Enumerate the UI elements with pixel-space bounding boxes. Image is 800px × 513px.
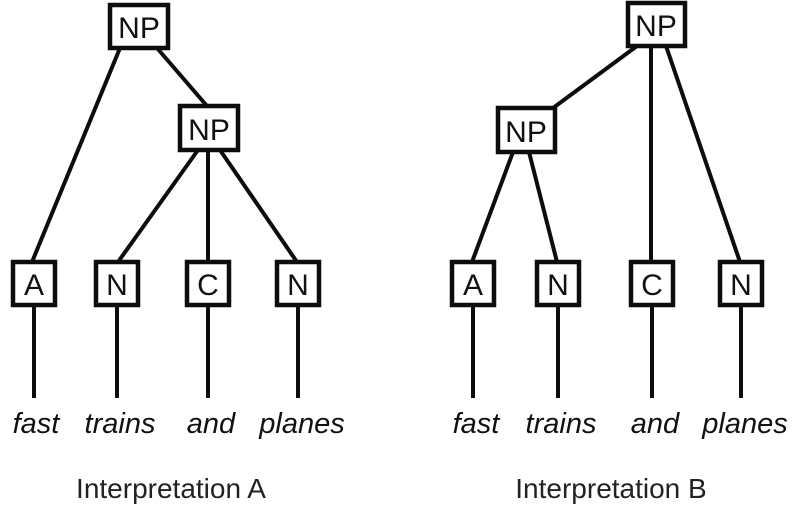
branch-edge bbox=[664, 45, 742, 263]
node-label-a-leaf-c: C bbox=[197, 269, 219, 302]
terminal-word-b-word-planes: planes bbox=[701, 408, 787, 440]
branch-edge bbox=[218, 148, 299, 264]
branch-edge bbox=[551, 44, 639, 110]
node-label-b-np-root: NP bbox=[635, 10, 677, 43]
branch-edge bbox=[116, 148, 200, 264]
terminal-word-a-word-and: and bbox=[187, 408, 236, 440]
terminal-word-a-word-planes: planes bbox=[258, 408, 344, 440]
node-label-a-np-sub: NP bbox=[188, 114, 230, 147]
node-box-b-leaf-c[interactable] bbox=[628, 259, 676, 308]
node-box-a-np-root[interactable] bbox=[107, 2, 171, 51]
node-label-b-leaf-c: C bbox=[641, 269, 663, 302]
node-label-a-leaf-n2: N bbox=[287, 269, 309, 302]
node-label-b-leaf-n1: N bbox=[547, 269, 569, 302]
node-box-b-np-root[interactable] bbox=[625, 0, 688, 49]
node-box-a-leaf-c[interactable] bbox=[184, 259, 232, 308]
node-label-a-leaf-n1: N bbox=[106, 269, 128, 302]
node-box-a-leaf-n1[interactable] bbox=[93, 259, 141, 308]
terminal-word-b-word-trains: trains bbox=[526, 408, 597, 440]
caption-interpretation-b: Interpretation B bbox=[515, 473, 706, 504]
terminal-word-b-word-and: and bbox=[631, 408, 680, 440]
caption-interpretation-a: Interpretation A bbox=[76, 473, 266, 504]
node-box-b-leaf-n2[interactable] bbox=[717, 259, 765, 308]
node-box-b-leaf-a[interactable] bbox=[449, 259, 497, 308]
node-box-b-np-sub[interactable] bbox=[495, 105, 558, 155]
branch-edge bbox=[155, 46, 209, 108]
node-box-b-leaf-n1[interactable] bbox=[534, 259, 582, 308]
node-box-a-np-sub[interactable] bbox=[177, 103, 241, 153]
node-label-b-np-sub: NP bbox=[505, 116, 547, 149]
node-label-b-leaf-a: A bbox=[463, 269, 483, 302]
node-box-a-leaf-n2[interactable] bbox=[274, 259, 322, 308]
branch-edge bbox=[470, 151, 515, 263]
node-box-a-leaf-a[interactable] bbox=[10, 259, 58, 308]
node-label-a-np-root: NP bbox=[118, 12, 160, 45]
terminal-word-a-word-fast: fast bbox=[13, 408, 62, 440]
terminal-word-b-word-fast: fast bbox=[453, 408, 502, 440]
terminal-word-a-word-trains: trains bbox=[85, 408, 156, 440]
node-label-b-leaf-n2: N bbox=[730, 269, 752, 302]
branch-edge bbox=[30, 47, 122, 263]
branch-edge bbox=[527, 151, 559, 263]
node-label-a-leaf-a: A bbox=[24, 269, 44, 302]
